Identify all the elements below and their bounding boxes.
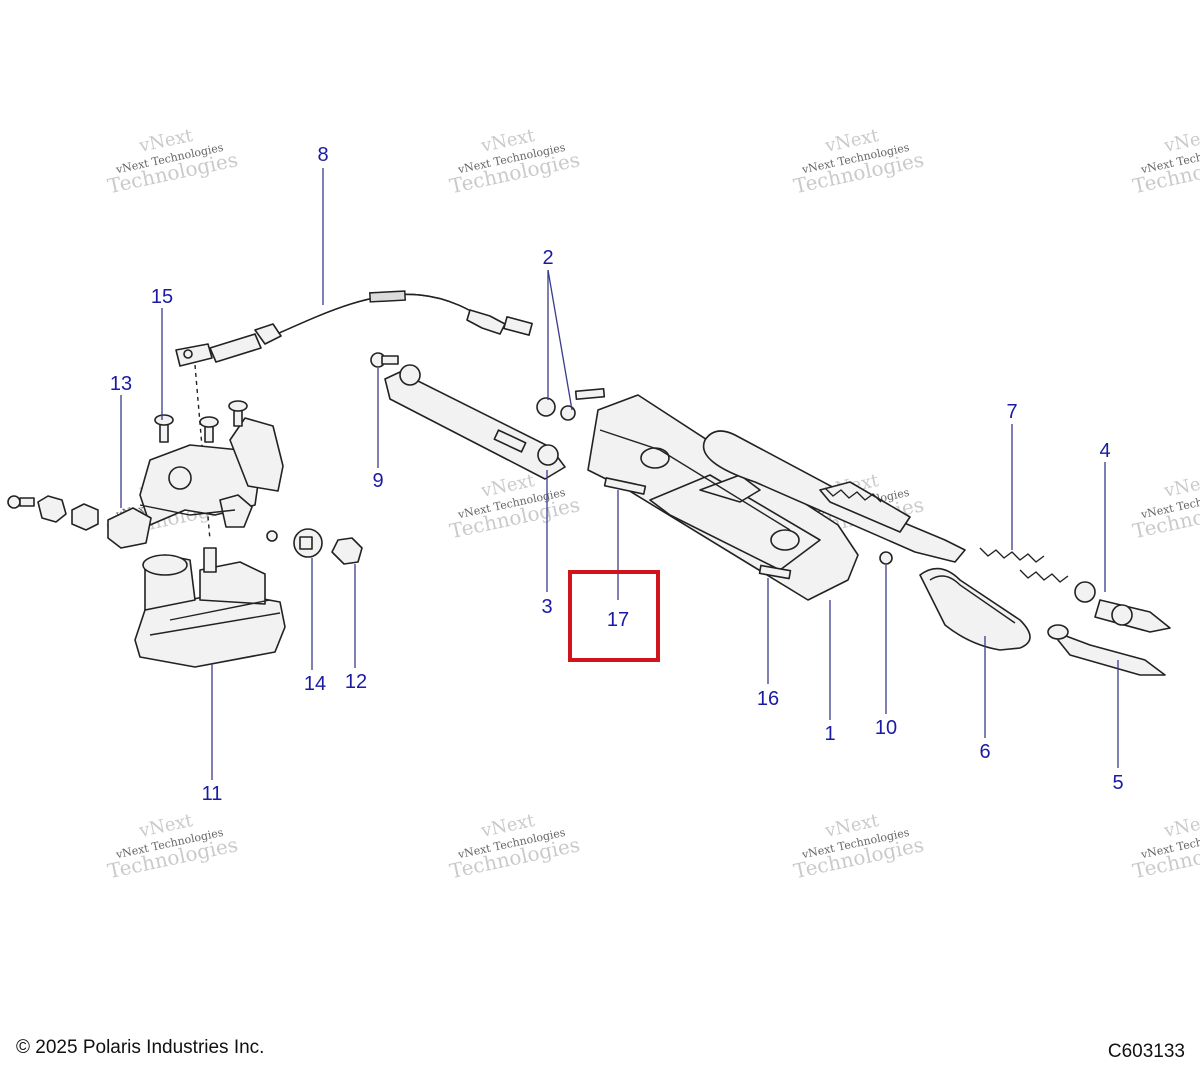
shift-selector-bracket bbox=[107, 417, 284, 549]
washer-and-nut bbox=[266, 528, 363, 565]
callout-2[interactable]: 2 bbox=[542, 247, 553, 269]
callout-6[interactable]: 6 bbox=[979, 741, 990, 763]
callout-13[interactable]: 13 bbox=[110, 373, 132, 395]
callout-3[interactable]: 3 bbox=[541, 596, 552, 618]
detent-parts bbox=[1047, 581, 1171, 676]
highlight-box-callout-17 bbox=[568, 570, 660, 662]
callout-16[interactable]: 16 bbox=[757, 688, 779, 710]
leader-lines bbox=[120, 168, 1119, 780]
link-arm bbox=[370, 352, 606, 480]
actuator-motor bbox=[134, 547, 286, 668]
callout-7[interactable]: 7 bbox=[1006, 401, 1017, 423]
callout-4[interactable]: 4 bbox=[1099, 440, 1110, 462]
callout-1[interactable]: 1 bbox=[824, 723, 835, 745]
callout-11[interactable]: 11 bbox=[202, 783, 223, 805]
shift-cable bbox=[175, 290, 533, 541]
callout-15[interactable]: 15 bbox=[151, 286, 173, 308]
callout-8[interactable]: 8 bbox=[317, 144, 328, 166]
callout-12[interactable]: 12 bbox=[345, 671, 367, 693]
callout-10[interactable]: 10 bbox=[875, 717, 897, 739]
copyright-text: © 2025 Polaris Industries Inc. bbox=[16, 1037, 265, 1058]
callout-5[interactable]: 5 bbox=[1112, 772, 1123, 794]
callout-17[interactable]: 17 bbox=[607, 609, 629, 631]
callout-14[interactable]: 14 bbox=[304, 673, 326, 695]
callout-labels: 8 2 15 13 7 4 9 3 17 14 12 16 1 10 6 5 1… bbox=[110, 144, 1124, 805]
shift-forks bbox=[702, 430, 966, 563]
callout-9[interactable]: 9 bbox=[372, 470, 383, 492]
left-fasteners bbox=[7, 495, 99, 531]
drawing-number: C603133 bbox=[1107, 1041, 1185, 1062]
gasket bbox=[919, 567, 1031, 651]
shift-housing bbox=[587, 394, 893, 601]
springs bbox=[824, 487, 1069, 583]
screws-15 bbox=[154, 400, 248, 443]
